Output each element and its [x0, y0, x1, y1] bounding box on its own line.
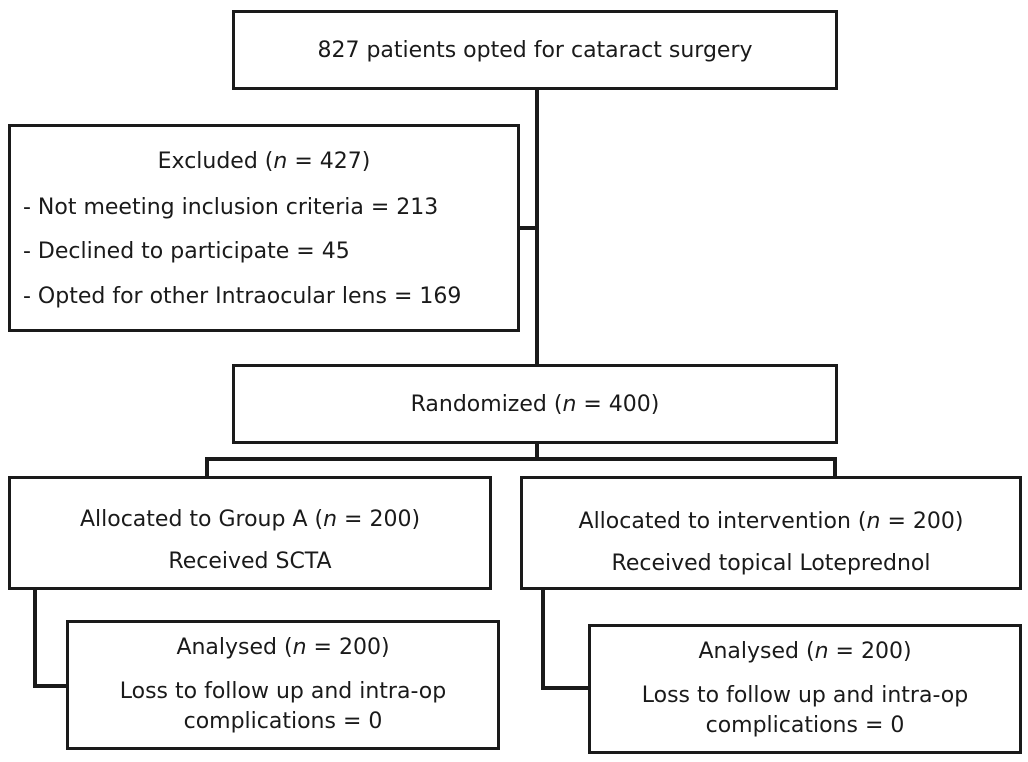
group-a-allocation-label: Allocated to Group A (n = 200) [79, 507, 421, 532]
group-b-allocation-box: Allocated to intervention (n = 200) Rece… [520, 476, 1022, 590]
connector-to-group-b [833, 457, 837, 479]
connector-group-b-down [541, 588, 545, 690]
group-a-loss-line1: Loss to follow up and intra-op [119, 679, 447, 704]
group-b-treatment: Received topical Loteprednol [611, 551, 931, 576]
group-b-analysed-label: Analysed (n = 200) [698, 639, 912, 664]
excluded-reason-inclusion: - Not meeting inclusion criteria = 213 [23, 195, 439, 220]
excluded-reason-other-lens: - Opted for other Intraocular lens = 169 [23, 284, 462, 309]
group-a-allocation-box: Allocated to Group A (n = 200) Received … [8, 476, 492, 590]
enrollment-box: 827 patients opted for cataract surgery [232, 10, 838, 90]
excluded-reason-declined: - Declined to participate = 45 [23, 239, 350, 264]
randomized-label: Randomized (n = 400) [410, 392, 660, 417]
excluded-box: Excluded (n = 427) - Not meeting inclusi… [8, 124, 520, 332]
connector-randomized-down [535, 442, 539, 460]
group-a-analysed-label: Analysed (n = 200) [176, 635, 390, 660]
group-b-loss-line2: complications = 0 [705, 713, 905, 738]
connector-group-a-down [33, 588, 37, 688]
connector-to-group-a [205, 457, 209, 479]
randomized-box: Randomized (n = 400) [232, 364, 838, 444]
group-a-analysed-box: Analysed (n = 200) Loss to follow up and… [66, 620, 500, 750]
group-b-analysed-box: Analysed (n = 200) Loss to follow up and… [588, 624, 1022, 754]
connector-group-a-to-analysed [33, 684, 69, 688]
group-a-loss-line2: complications = 0 [183, 709, 383, 734]
group-b-loss-line1: Loss to follow up and intra-op [641, 683, 969, 708]
group-a-treatment: Received SCTA [168, 549, 332, 574]
connector-to-excluded [518, 226, 538, 230]
excluded-title: Excluded (n = 427) [157, 149, 371, 174]
enrollment-text: 827 patients opted for cataract surgery [317, 38, 753, 63]
connector-split-horizontal [205, 457, 837, 461]
connector-group-b-to-analysed [541, 686, 591, 690]
group-b-allocation-label: Allocated to intervention (n = 200) [578, 509, 964, 534]
